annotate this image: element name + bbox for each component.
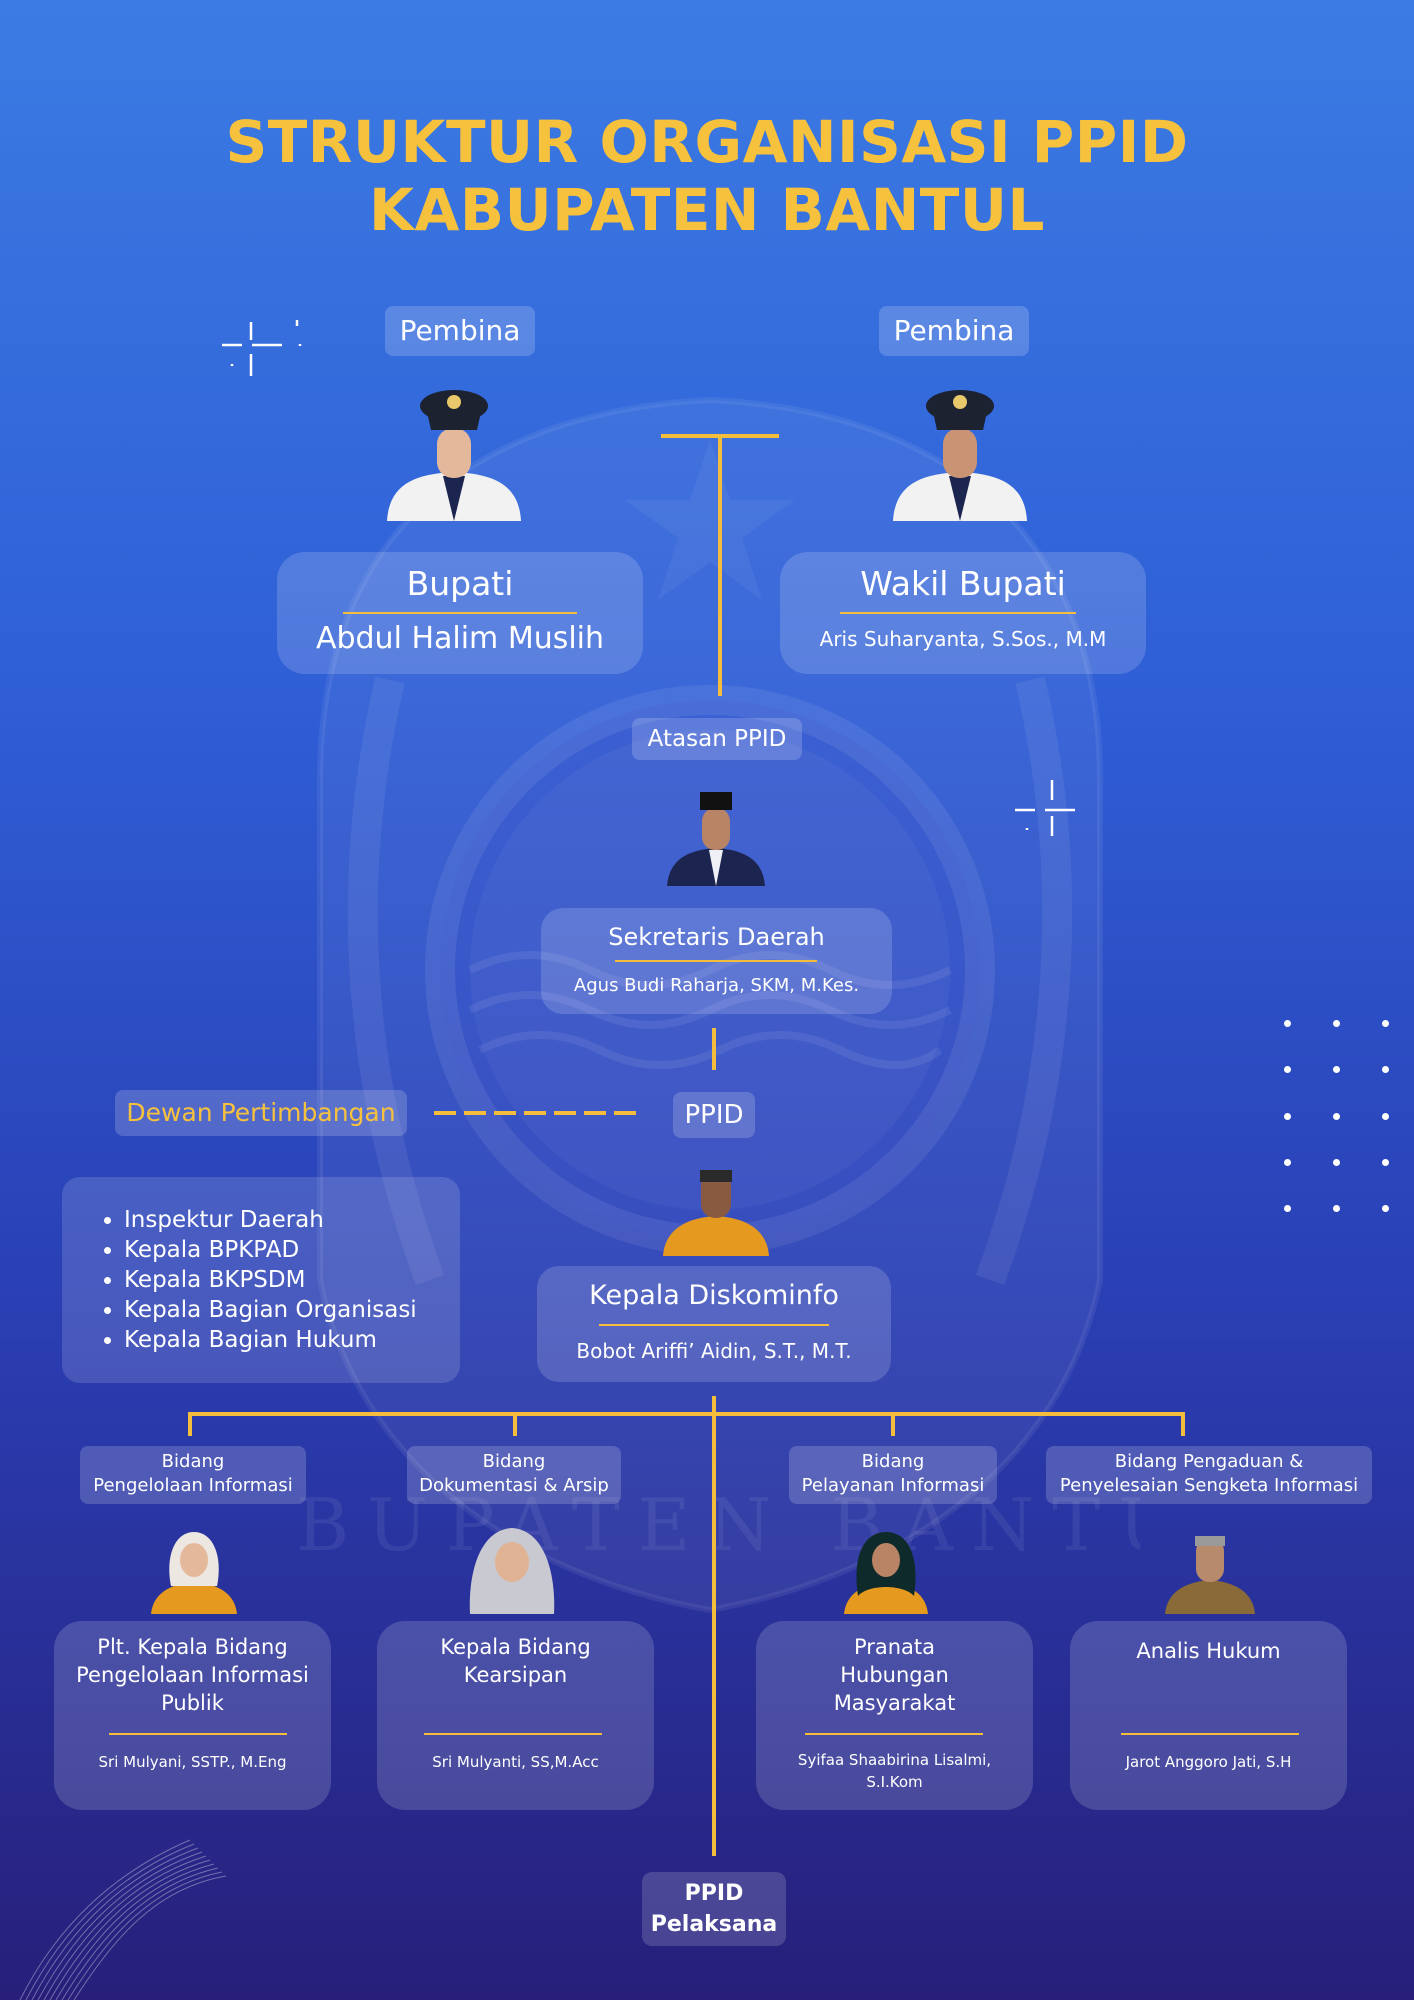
bupati-divider xyxy=(343,612,577,614)
decorative-dot xyxy=(1382,1066,1389,1073)
sekda-card: Sekretaris Daerah Agus Budi Raharja, SKM… xyxy=(541,908,892,1014)
pengaduan-name: Jarot Anggoro Jati, S.H xyxy=(1125,1753,1292,1771)
decorative-dot xyxy=(1382,1113,1389,1120)
decorative-dot xyxy=(1284,1020,1291,1027)
bidang-label-line1: Bidang xyxy=(161,1451,225,1472)
bidang-dokumentasi-label: Bidang Dokumentasi & Arsip xyxy=(407,1446,621,1504)
decorative-dot xyxy=(1382,1159,1389,1166)
wakil-bupati-photo xyxy=(893,390,1027,521)
bupati-photo xyxy=(387,390,521,521)
connector-ppid-pelaksana xyxy=(712,1396,716,1856)
bupati-card: Bupati Abdul Halim Muslih xyxy=(277,552,643,674)
decorative-dot xyxy=(1284,1066,1291,1073)
connector-dewan-dashed xyxy=(434,1111,644,1115)
pembina-label-left: Pembina xyxy=(385,306,535,356)
bidang-label-line2: Dokumentasi & Arsip xyxy=(419,1475,609,1496)
kepala-diskominfo-divider xyxy=(599,1324,829,1326)
sekda-name: Agus Budi Raharja, SKM, M.Kes. xyxy=(573,975,860,996)
bidang-pengelolaan-label: Bidang Pengelolaan Informasi xyxy=(80,1446,306,1504)
decorative-dot xyxy=(1382,1020,1389,1027)
bidang-label-line2: Pengelolaan Informasi xyxy=(93,1475,293,1496)
ppid-pelaksana-line1: PPID xyxy=(684,1881,744,1906)
decorative-dot xyxy=(1284,1205,1291,1212)
connector-bidang-4 xyxy=(1181,1412,1185,1436)
kepala-diskominfo-card: Kepala Diskominfo Bobot Ariffi’ Aidin, S… xyxy=(537,1266,891,1382)
pengelolaan-photo xyxy=(151,1532,237,1614)
dewan-member: Inspektur Daerah xyxy=(124,1205,460,1235)
pengaduan-photo xyxy=(1165,1536,1255,1614)
connector-bidang-1 xyxy=(188,1412,192,1436)
dokumentasi-name: Sri Mulyanti, SS,M.Acc xyxy=(432,1753,599,1771)
decorative-dot xyxy=(1333,1020,1340,1027)
connector-bidang-3 xyxy=(891,1412,895,1436)
dewan-member: Kepala Bagian Organisasi xyxy=(124,1295,460,1325)
decorative-dot xyxy=(1284,1113,1291,1120)
dewan-member: Kepala BPKPAD xyxy=(124,1235,460,1265)
bupati-role: Bupati xyxy=(406,564,514,603)
sparkle-decoration-right xyxy=(1015,780,1075,836)
dokumentasi-card: Kepala Bidang Kearsipan Sri Mulyanti, SS… xyxy=(377,1621,654,1810)
bidang-label-line2: Penyelesaian Sengketa Informasi xyxy=(1059,1475,1359,1496)
wakil-bupati-card: Wakil Bupati Aris Suharyanta, S.Sos., M.… xyxy=(780,552,1146,674)
decorative-dot xyxy=(1382,1205,1389,1212)
decorative-dot xyxy=(1333,1159,1340,1166)
sekda-divider xyxy=(615,960,817,962)
connector-bidang-horizontal xyxy=(188,1412,1185,1416)
pengelolaan-divider xyxy=(109,1733,287,1735)
watermark-text: KABUPATEN BANTUL xyxy=(280,1483,1140,1567)
sekda-photo xyxy=(667,792,765,886)
dewan-pertimbangan-label: Dewan Pertimbangan xyxy=(115,1090,407,1136)
pelayanan-role: Pranata Hubungan Masyarakat xyxy=(833,1635,956,1715)
pengelolaan-role: Plt. Kepala Bidang Pengelolaan Informasi… xyxy=(76,1635,309,1715)
sekda-role: Sekretaris Daerah xyxy=(608,923,825,951)
pembina-label-right: Pembina xyxy=(879,306,1029,356)
wakil-bupati-role: Wakil Bupati xyxy=(860,564,1066,603)
dewan-members-list: Inspektur Daerah Kepala BPKPAD Kepala BK… xyxy=(62,1177,460,1355)
pengelolaan-name: Sri Mulyani, SSTP., M.Eng xyxy=(98,1753,287,1771)
page-title-line2: KABUPATEN BANTUL xyxy=(369,176,1045,244)
pengaduan-card: Analis Hukum Jarot Anggoro Jati, S.H xyxy=(1070,1621,1347,1810)
dewan-members-card: Inspektur Daerah Kepala BPKPAD Kepala BK… xyxy=(62,1177,460,1383)
bidang-pelayanan-label: Bidang Pelayanan Informasi xyxy=(789,1446,997,1504)
ppid-label: PPID xyxy=(673,1092,755,1138)
page-title-line1: STRUKTUR ORGANISASI PPID xyxy=(225,108,1189,176)
wakil-bupati-divider xyxy=(840,612,1076,614)
connector-bidang-2 xyxy=(513,1412,517,1436)
bidang-pengaduan-label: Bidang Pengaduan & Penyelesaian Sengketa… xyxy=(1046,1446,1372,1504)
bidang-label-line1: Bidang xyxy=(861,1451,925,1472)
atasan-ppid-label: Atasan PPID xyxy=(632,718,802,760)
pelayanan-photo xyxy=(844,1532,928,1614)
dokumentasi-divider xyxy=(424,1733,602,1735)
pengaduan-divider xyxy=(1121,1733,1299,1735)
decorative-dot xyxy=(1333,1205,1340,1212)
pelayanan-divider xyxy=(805,1733,983,1735)
decorative-dot xyxy=(1284,1159,1291,1166)
dokumentasi-role: Kepala Bidang Kearsipan xyxy=(440,1635,591,1687)
emblem-watermark: KABUPATEN BANTUL xyxy=(280,396,1140,1614)
bidang-label-line2: Pelayanan Informasi xyxy=(801,1475,985,1496)
pelayanan-name: Syifaa Shaabirina Lisalmi, S.I.Kom xyxy=(797,1751,992,1791)
bidang-label-line1: Bidang xyxy=(482,1451,546,1472)
ppid-pelaksana-line2: Pelaksana xyxy=(650,1912,778,1937)
pengelolaan-card: Plt. Kepala Bidang Pengelolaan Informasi… xyxy=(54,1621,331,1810)
sparkle-decoration-left xyxy=(222,320,302,376)
pelayanan-card: Pranata Hubungan Masyarakat Syifaa Shaab… xyxy=(756,1621,1033,1810)
dewan-member: Kepala Bagian Hukum xyxy=(124,1325,460,1355)
decorative-dot xyxy=(1333,1113,1340,1120)
dewan-member: Kepala BKPSDM xyxy=(124,1265,460,1295)
kepala-diskominfo-name: Bobot Ariffi’ Aidin, S.T., M.T. xyxy=(576,1339,852,1363)
bidang-label-line1: Bidang Pengaduan & xyxy=(1114,1451,1304,1472)
ppid-pelaksana-label: PPID Pelaksana xyxy=(642,1872,786,1946)
wakil-bupati-name: Aris Suharyanta, S.Sos., M.M xyxy=(819,627,1107,651)
dokumentasi-photo xyxy=(469,1528,555,1614)
pengaduan-role: Analis Hukum xyxy=(1136,1639,1281,1663)
decorative-dot xyxy=(1333,1066,1340,1073)
connector-sekda-ppid xyxy=(712,1028,716,1070)
connector-pembina-down xyxy=(718,434,722,696)
kepala-diskominfo-role: Kepala Diskominfo xyxy=(589,1280,839,1311)
bupati-name: Abdul Halim Muslih xyxy=(315,621,605,656)
kepala-diskominfo-photo xyxy=(663,1170,769,1256)
wave-decoration xyxy=(19,1839,227,2000)
